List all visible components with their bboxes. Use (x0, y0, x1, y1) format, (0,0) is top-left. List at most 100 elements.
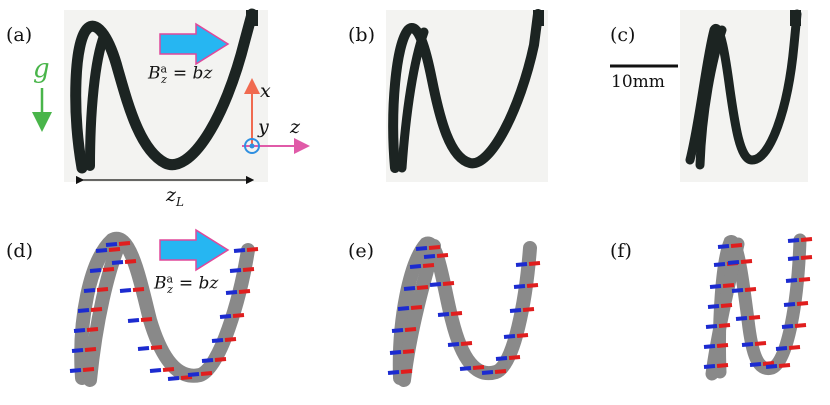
dipole-blue-21 (387, 370, 400, 375)
dipole-blue-3 (77, 308, 90, 313)
dipole-blue-20 (233, 248, 246, 253)
dipole-red-48 (748, 315, 761, 320)
dipole-red-17 (232, 313, 245, 318)
dipole-blue-33 (481, 370, 494, 375)
dipole-red-22 (402, 349, 415, 354)
dipole-red-55 (798, 277, 811, 282)
dipole-red-37 (526, 283, 539, 288)
dipole-blue-47 (731, 288, 744, 293)
dipole-red-46 (740, 259, 753, 264)
field-symbol: B (148, 63, 161, 84)
dipole-red-57 (800, 237, 813, 242)
dipole-blue-38 (515, 262, 528, 267)
dipole-red-38 (528, 261, 541, 266)
dipole-red-28 (436, 253, 449, 258)
dipole-blue-9 (119, 288, 132, 293)
dipole-red-30 (450, 311, 463, 316)
dipole-blue-37 (513, 284, 526, 289)
dipole-red-56 (800, 255, 813, 260)
dipole-blue-15 (201, 358, 214, 363)
dipole-blue-55 (785, 278, 798, 283)
dipole-blue-2 (73, 328, 86, 333)
y-axis-symbol (244, 138, 260, 154)
dipole-blue-5 (89, 268, 102, 273)
dipole-red-0 (82, 367, 95, 372)
dipole-blue-40 (703, 344, 716, 349)
dipole-blue-12 (149, 368, 162, 373)
panel-label-a: (a) (6, 24, 33, 46)
dipole-red-31 (460, 341, 473, 346)
dipole-blue-13 (167, 376, 180, 381)
dipole-blue-48 (735, 316, 748, 321)
dipole-blue-8 (111, 260, 124, 265)
dipole-red-52 (788, 345, 801, 350)
field-superscript-d: a (166, 272, 174, 285)
panel-label-e: (e) (348, 240, 375, 262)
dipole-red-32 (472, 365, 485, 370)
dipole-red-40 (716, 343, 729, 348)
dipole-red-14 (200, 371, 213, 376)
axis-y-label: y (258, 116, 269, 138)
dipole-blue-16 (211, 338, 224, 343)
dipole-red-18 (238, 289, 251, 294)
dipole-blue-50 (749, 362, 762, 367)
zl-sub: L (176, 194, 184, 209)
dipole-blue-22 (389, 350, 402, 355)
gravity-label: g (33, 54, 50, 84)
dipole-red-20 (246, 247, 259, 252)
dipole-red-35 (516, 333, 529, 338)
field-direction-arrow-d (159, 228, 230, 272)
dipole-red-39 (716, 363, 729, 368)
coil-photo-a (70, 8, 258, 174)
dipole-red-2 (86, 327, 99, 332)
dipole-blue-10 (127, 318, 140, 323)
field-rhs-d: = bz (178, 273, 219, 294)
dipole-blue-56 (787, 256, 800, 261)
axis-z-label: z (290, 116, 301, 138)
field-rhs: = bz (172, 63, 213, 84)
dipole-red-26 (422, 263, 435, 268)
dipole-blue-45 (717, 244, 730, 249)
dipole-red-16 (224, 337, 237, 342)
dipole-red-3 (90, 307, 103, 312)
dipole-blue-57 (787, 238, 800, 243)
zl-label: zL (166, 184, 184, 209)
dipole-blue-51 (765, 364, 778, 369)
dipole-blue-36 (509, 308, 522, 313)
dipole-red-53 (794, 323, 807, 328)
dipole-blue-46 (727, 260, 740, 265)
dipole-blue-24 (397, 306, 410, 311)
dipole-blue-53 (781, 324, 794, 329)
dipole-blue-28 (423, 254, 436, 259)
field-direction-arrow-a (159, 22, 230, 66)
dipole-red-33 (494, 369, 507, 374)
field-equation-a: Baz= bz (148, 62, 212, 86)
dipole-red-41 (718, 323, 731, 328)
dipole-blue-39 (703, 364, 716, 369)
dipole-blue-31 (447, 342, 460, 347)
dipole-blue-1 (71, 348, 84, 353)
dipole-red-54 (796, 301, 809, 306)
dipole-blue-44 (713, 262, 726, 267)
panel-label-d: (d) (6, 240, 33, 262)
dipole-blue-54 (783, 302, 796, 307)
dipole-red-36 (522, 307, 535, 312)
dipole-red-7 (118, 241, 131, 246)
dipole-red-34 (508, 355, 521, 360)
dipole-red-29 (442, 281, 455, 286)
field-subscript-d: z (167, 283, 173, 297)
dipole-red-42 (720, 303, 733, 308)
dipole-red-1 (84, 347, 97, 352)
dipole-red-6 (108, 247, 121, 252)
panel-label-f: (f) (610, 240, 632, 262)
dipole-blue-26 (409, 264, 422, 269)
dipole-red-43 (722, 283, 735, 288)
dipole-blue-7 (105, 242, 118, 247)
scale-bar-label: 10mm (611, 72, 665, 92)
dipole-blue-11 (137, 346, 150, 351)
field-equation-d: Baz= bz (154, 272, 218, 296)
dipole-blue-4 (83, 288, 96, 293)
dipole-blue-29 (429, 282, 442, 287)
field-superscript: a (160, 62, 168, 75)
dipole-blue-34 (495, 356, 508, 361)
